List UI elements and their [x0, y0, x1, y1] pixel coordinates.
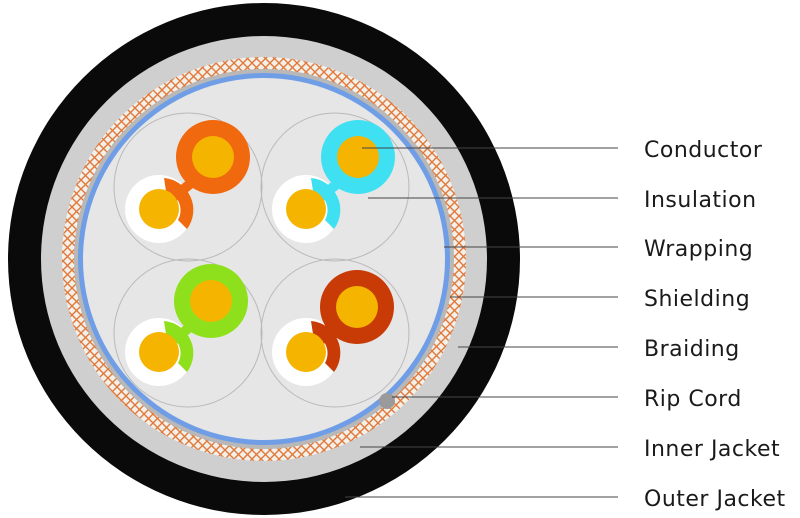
label-conductor: Conductor [644, 138, 763, 163]
label-insulation: Insulation [644, 188, 757, 213]
label-rip-cord: Rip Cord [644, 387, 742, 412]
rip-cord [379, 393, 395, 409]
cable-core [83, 78, 445, 440]
pair-outline-1 [113, 112, 263, 262]
twisted-pair-blue [272, 120, 395, 243]
twisted-pair-green [125, 264, 248, 386]
pair-outline-2 [260, 112, 410, 262]
label-wrapping: Wrapping [644, 237, 753, 262]
pair-outline-3 [113, 258, 263, 408]
twisted-pair-brown [272, 270, 394, 386]
label-shielding: Shielding [644, 287, 750, 312]
label-inner-jacket: Inner Jacket [644, 437, 780, 462]
pair-outline-4 [260, 258, 410, 408]
twisted-pair-orange [125, 120, 250, 243]
label-outer-jacket: Outer Jacket [644, 487, 786, 512]
label-braiding: Braiding [644, 337, 740, 362]
